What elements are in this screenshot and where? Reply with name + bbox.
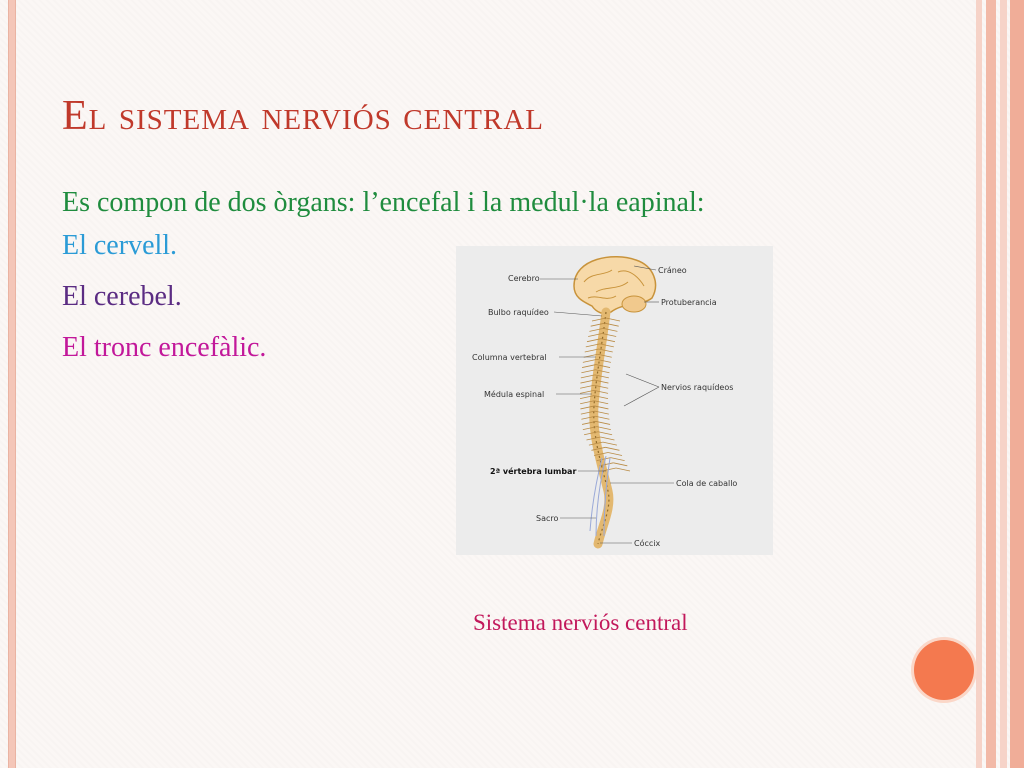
right-frame-stripe — [1000, 0, 1007, 768]
spinal-nerve — [596, 457, 611, 462]
spinal-nerve — [591, 317, 607, 322]
right-frame-stripe — [1010, 0, 1024, 768]
item-cerebel: El cerebel. — [62, 281, 182, 312]
spinal-nerve — [594, 374, 609, 379]
spinal-nerve — [580, 400, 595, 405]
spinal-nerve — [607, 452, 623, 456]
cerebellum-shape — [621, 295, 647, 313]
spinal-cord — [593, 311, 610, 545]
label-medula-espinal: Médula espinal — [484, 389, 544, 399]
right-frame-stripe — [986, 0, 996, 768]
spinal-nerve — [580, 374, 595, 379]
label-nervios-raquideos: Nervios raquídeos — [661, 383, 733, 392]
label-columna-vertebral: Columna vertebral — [472, 353, 547, 362]
label-cola-de-caballo: Cola de caballo — [676, 479, 737, 488]
spinal-nerve — [605, 446, 620, 451]
spinal-nerve — [594, 410, 609, 415]
spinal-nerve — [602, 441, 618, 446]
nervous-system-diagram: Cerebro Bulbo raquídeo Columna vertebral… — [456, 246, 773, 555]
spinal-nerve — [593, 390, 609, 394]
spinal-nerve — [586, 338, 602, 343]
label-cerebro: Cerebro — [508, 274, 540, 283]
spinal-nerve — [580, 410, 595, 415]
spinal-nerve — [594, 405, 609, 410]
slide-title: El sistema nerviós central — [62, 93, 545, 139]
item-tronc-encefalic: El tronc encefàlic. — [62, 332, 267, 363]
spinal-nerve — [584, 431, 599, 436]
label-craneo: Cráneo — [658, 266, 687, 275]
spinal-nerve — [595, 415, 610, 420]
spinal-nerve — [600, 436, 615, 441]
spinal-nerve — [602, 333, 617, 337]
intro-text: Es compon de dos òrgans: l’encefal i la … — [62, 187, 705, 218]
spinal-nerve — [594, 379, 609, 384]
spinal-nerve — [582, 426, 597, 431]
spinal-nerve — [581, 421, 597, 425]
spinal-nerve — [600, 338, 616, 343]
spine-illustration: Cerebro Bulbo raquídeo Columna vertebral… — [472, 256, 737, 549]
spinal-nerve — [598, 348, 613, 353]
spinal-nerve — [579, 390, 595, 394]
slide-body: Es compon de dos òrgans: l’encefal i la … — [62, 186, 822, 382]
spinal-nerve — [595, 364, 611, 368]
left-frame-stripe — [8, 0, 16, 768]
item-cervell: El cervell. — [62, 230, 178, 261]
spinal-nerve — [589, 327, 604, 332]
spinal-nerve — [586, 436, 601, 441]
spinal-nerve — [585, 343, 600, 348]
spinal-nerve — [581, 415, 596, 420]
spinal-nerve — [605, 317, 621, 322]
spinal-nerve — [596, 426, 611, 431]
spinal-nerve — [603, 327, 618, 332]
spinal-nerve — [580, 405, 595, 410]
spinal-nerve — [584, 348, 599, 353]
spinal-nerve — [593, 452, 609, 456]
spinal-column — [589, 307, 614, 549]
right-frame-stripe — [976, 0, 982, 768]
spinal-nerve — [594, 400, 609, 405]
label-sacro: Sacro — [536, 514, 558, 523]
diagram-caption: Sistema nerviós central — [473, 610, 688, 635]
spinal-nerve — [599, 462, 614, 467]
spinal-nerve — [581, 369, 596, 374]
label-coccix: Cóccix — [634, 538, 661, 548]
spinal-nerve — [580, 384, 595, 389]
spinal-nerve — [596, 358, 611, 363]
spinal-nerve — [590, 322, 605, 327]
spinal-nerve — [613, 462, 628, 467]
label-bulbo-raquideo: Bulbo raquídeo — [488, 308, 549, 317]
spinal-nerve — [595, 369, 610, 374]
spinal-nerve — [582, 358, 597, 363]
spinal-nerve — [598, 431, 613, 436]
spinal-nerve — [610, 457, 625, 462]
label-vertebra-lumbar: 2ª vértebra lumbar — [490, 466, 576, 476]
spinal-nerve — [599, 343, 614, 348]
spinal-nerve — [579, 395, 595, 399]
spinal-nerve — [580, 379, 595, 384]
spinal-nerve — [588, 333, 603, 337]
spinal-nerve — [604, 322, 619, 327]
spinal-nerve — [593, 395, 609, 399]
spinal-nerve — [601, 467, 617, 472]
spinal-nerve — [595, 421, 611, 425]
spinal-nerve — [581, 364, 597, 368]
spinal-nerve — [591, 446, 606, 451]
label-protuberancia: Protuberancia — [661, 298, 717, 307]
spinal-nerve — [597, 353, 612, 358]
spinal-nerve — [588, 441, 604, 446]
spinal-nerve — [594, 384, 609, 389]
decorative-circle — [914, 640, 974, 700]
spinal-nerve — [615, 467, 631, 472]
